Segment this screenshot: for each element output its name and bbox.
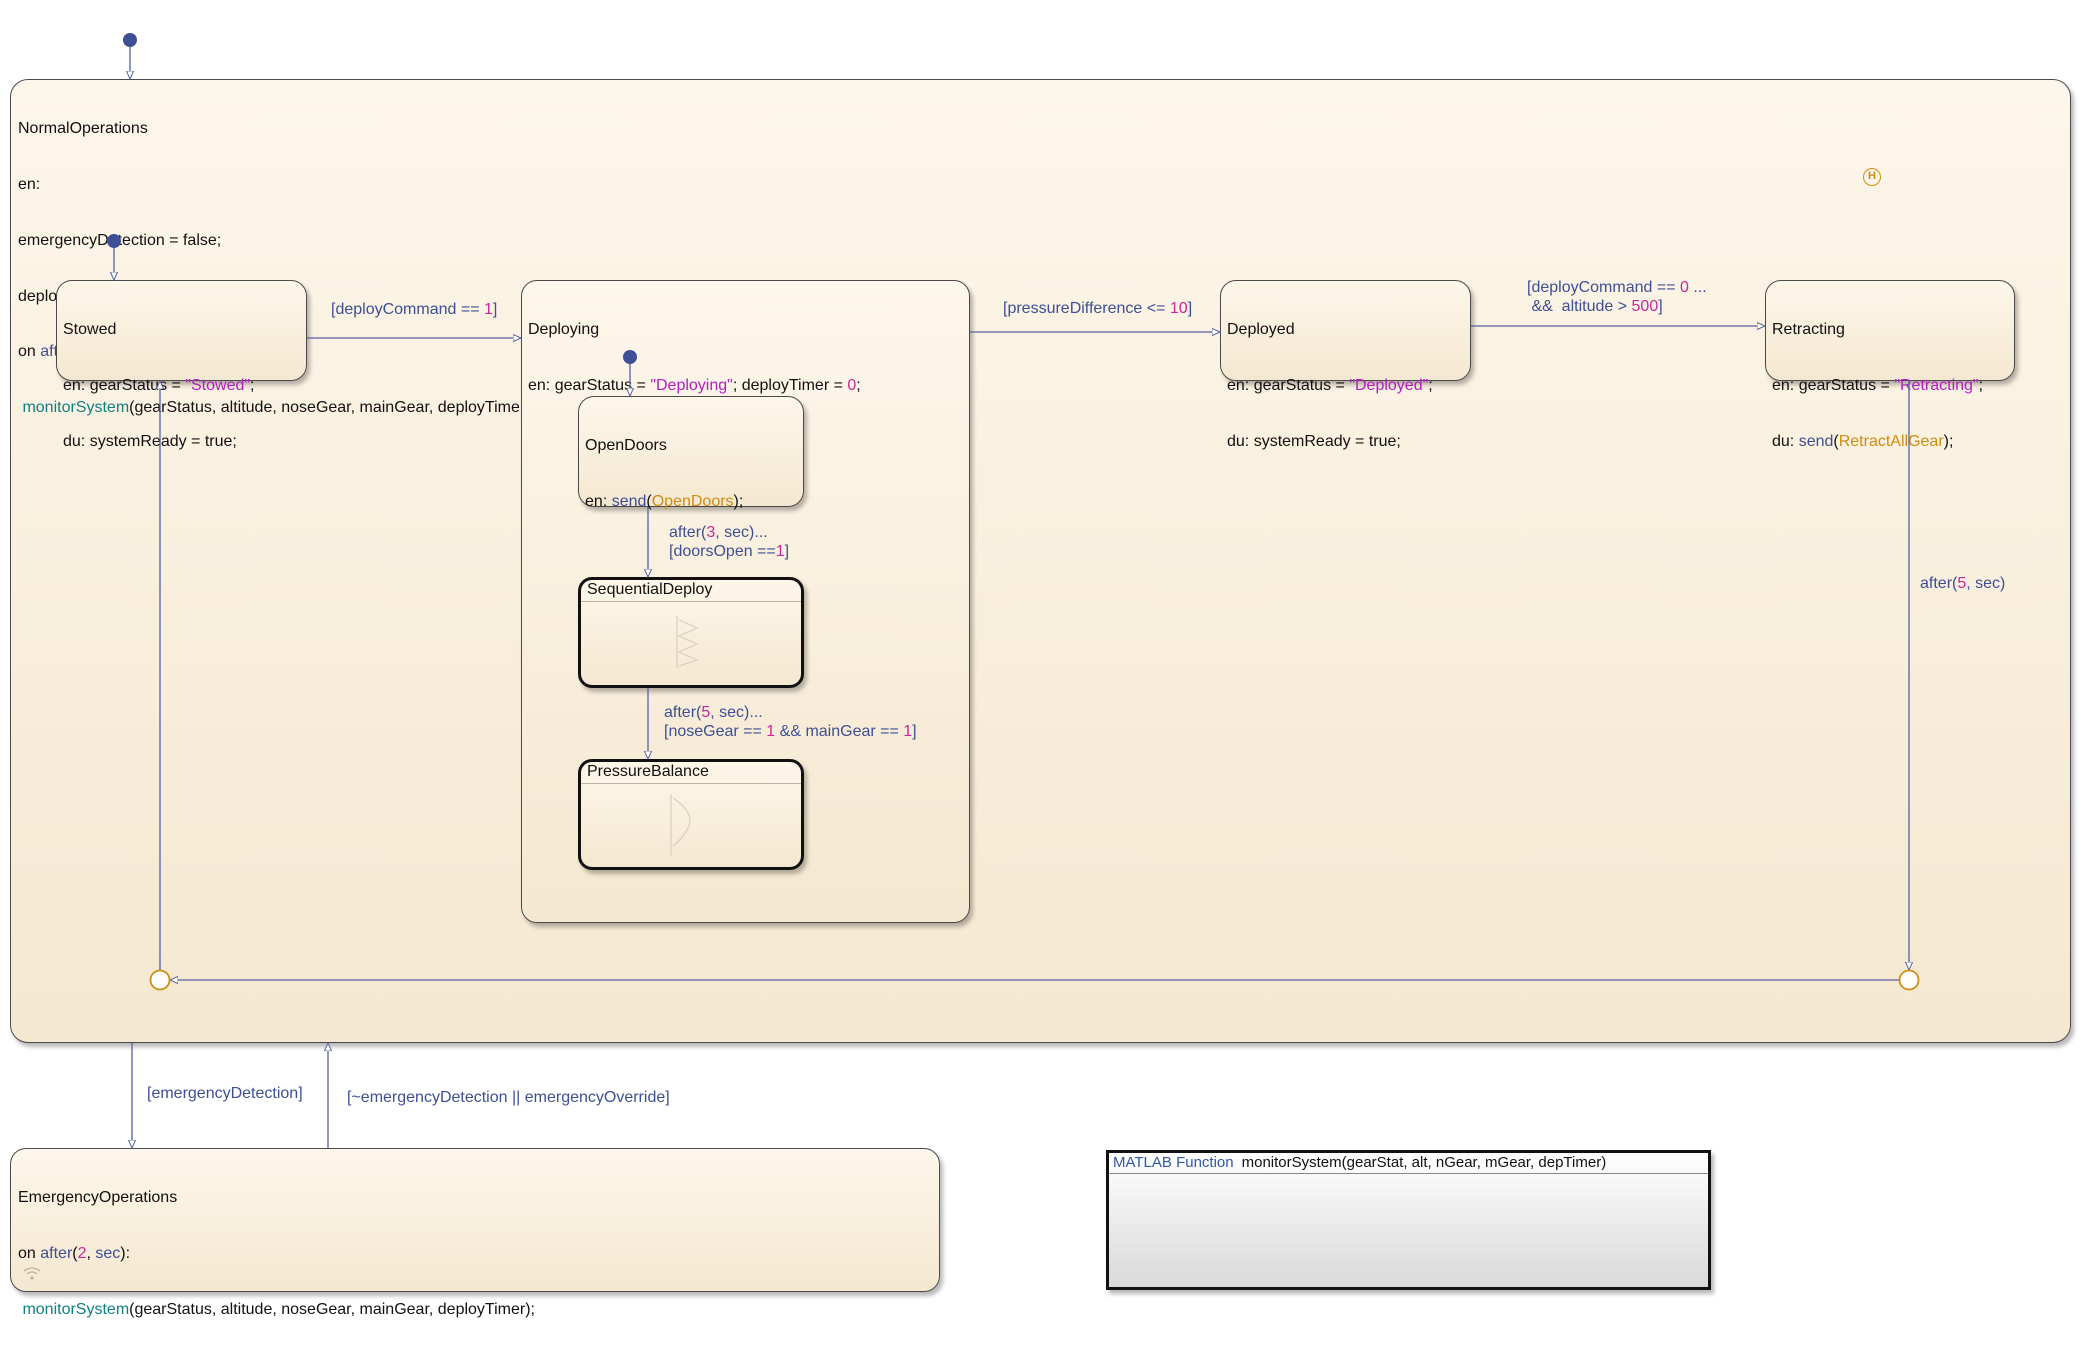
state-name: Deploying xyxy=(528,321,600,339)
history-junction[interactable]: H xyxy=(1863,168,1881,186)
state-name: Stowed xyxy=(63,321,117,339)
matlab-function-kind: MATLAB Function xyxy=(1113,1154,1234,1171)
state-name: OpenDoors xyxy=(585,437,667,455)
transition-label-retract-guard[interactable]: [deployCommand == 0 ... && altitude > 50… xyxy=(1527,279,1707,315)
transition-layer xyxy=(107,33,1920,1305)
state-pressure-balance[interactable]: PressureBalance xyxy=(578,759,804,870)
transition-label-gear-check[interactable]: after(5, sec)...[noseGear == 1 && mainGe… xyxy=(664,704,917,740)
connective-junction[interactable] xyxy=(1898,969,1920,991)
code-line: en: xyxy=(18,175,41,193)
broadcast-icon xyxy=(23,1267,41,1280)
code-line: monitorSystem(gearStatus, altitude, nose… xyxy=(22,399,535,417)
transition-label-emergency-enter[interactable]: [emergencyDetection] xyxy=(147,1085,303,1102)
state-deploying-label: Deploying en: gearStatus = "Deploying"; … xyxy=(528,284,861,433)
state-retracting-label: Retracting en: gearStatus = "Retracting"… xyxy=(1772,284,1983,489)
code-line: en: gearStatus = "Deployed"; xyxy=(1227,376,1433,394)
matlab-function-block[interactable]: MATLAB Function monitorSystem(gearStat, a… xyxy=(1106,1150,1711,1290)
code-line: du: systemReady = true; xyxy=(1227,432,1401,450)
state-name: Deployed xyxy=(1227,321,1295,339)
state-open-doors[interactable]: OpenDoors en: send(OpenDoors); xyxy=(578,396,804,510)
state-sequential-deploy[interactable]: SequentialDeploy xyxy=(578,577,804,688)
code-line: on after(2, sec): xyxy=(18,1244,131,1262)
state-deployed[interactable]: Deployed en: gearStatus = "Deployed"; du… xyxy=(1220,280,1471,450)
transition-label-pressure[interactable]: [pressureDifference <= 10] xyxy=(1003,300,1193,317)
transition-label-emergency-exit[interactable]: [~emergencyDetection || emergencyOverrid… xyxy=(347,1089,670,1106)
subchart-separator xyxy=(581,601,801,602)
sequence-glyph-icon xyxy=(676,616,699,668)
balance-glyph-icon xyxy=(670,794,691,856)
state-open-doors-label: OpenDoors en: send(OpenDoors); xyxy=(585,400,743,549)
code-line: en: gearStatus = "Retracting"; xyxy=(1772,376,1984,394)
matlab-function-header: MATLAB Function monitorSystem(gearStat, a… xyxy=(1109,1153,1708,1174)
state-normal-operations[interactable]: NormalOperations en: emergencyDetection … xyxy=(10,79,2071,1043)
state-normal-operations-label: NormalOperations en: emergencyDetection … xyxy=(18,83,535,455)
default-transition-dot xyxy=(623,350,637,364)
subchart-separator xyxy=(581,783,801,784)
transition-label-retract-after[interactable]: after(5, sec) xyxy=(1920,575,2006,592)
code-line: du: systemReady = true; xyxy=(63,432,237,450)
state-name: EmergencyOperations xyxy=(18,1189,178,1207)
matlab-function-signature: monitorSystem(gearStat, alt, nGear, mGea… xyxy=(1241,1154,1607,1171)
state-name: NormalOperations xyxy=(18,120,148,138)
state-name: Retracting xyxy=(1772,321,1845,339)
transition-label-deploy-command[interactable]: [deployCommand == 1] xyxy=(331,301,498,318)
state-stowed[interactable]: Stowed en: gearStatus = "Stowed"; du: sy… xyxy=(56,280,307,450)
default-transition-dot xyxy=(123,33,137,47)
state-stowed-label: Stowed en: gearStatus = "Stowed"; du: sy… xyxy=(63,284,255,489)
default-transition-dot xyxy=(107,234,121,248)
state-name: SequentialDeploy xyxy=(587,581,713,598)
code-line: du: send(RetractAllGear); xyxy=(1772,432,1954,450)
state-name: PressureBalance xyxy=(587,763,709,780)
state-deployed-label: Deployed en: gearStatus = "Deployed"; du… xyxy=(1227,284,1433,489)
code-line: en: gearStatus = "Deploying"; deployTime… xyxy=(528,376,861,394)
transition-label-doors-open[interactable]: after(3, sec)...[doorsOpen ==1] xyxy=(669,524,790,560)
code-line: emergencyDetection = false; xyxy=(18,231,222,249)
state-retracting[interactable]: Retracting en: gearStatus = "Retracting"… xyxy=(1765,280,2015,450)
code-line: en: send(OpenDoors); xyxy=(585,492,744,510)
connective-junction[interactable] xyxy=(149,969,171,991)
code-line: en: gearStatus = "Stowed"; xyxy=(63,376,255,394)
